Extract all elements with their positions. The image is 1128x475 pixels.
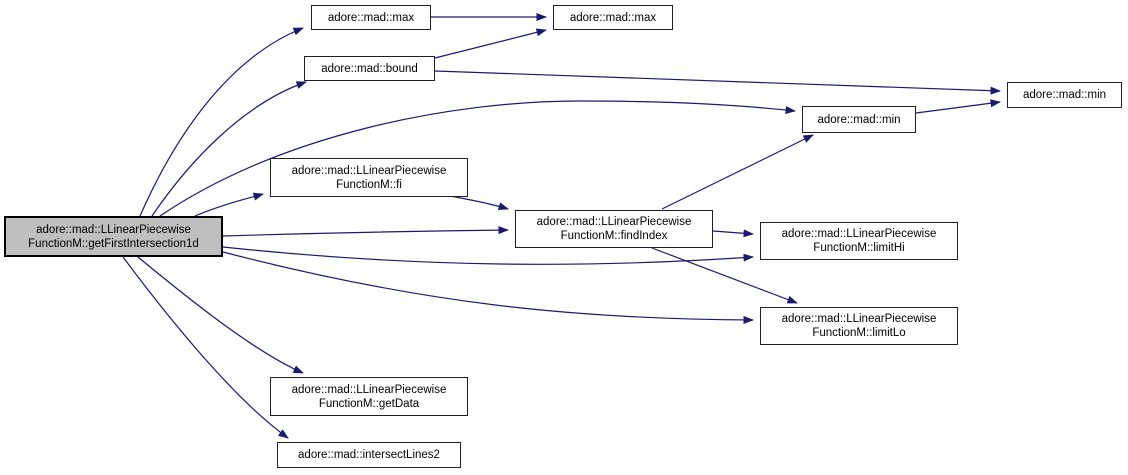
edge-min-caller-to-min [915, 99, 1001, 114]
graph-node-limitLo[interactable]: adore::mad::LLinearPiecewise FunctionM::… [760, 307, 958, 345]
graph-node-getFirstIntersection1d[interactable]: adore::mad::LLinearPiecewise FunctionM::… [4, 216, 223, 257]
edge-fi-to-findIndex [449, 195, 509, 210]
graph-node-intersectLines2[interactable]: adore::mad::intersectLines2 [277, 442, 461, 468]
edge-getFirstIntersection1d-to-findIndex [222, 226, 509, 237]
edge-bound-to-min [434, 70, 1001, 95]
edge-getFirstIntersection1d-to-max-caller [139, 27, 304, 217]
edge-getFirstIntersection1d-to-min-caller [159, 100, 796, 217]
graph-node-min[interactable]: adore::mad::min [1007, 82, 1122, 108]
edge-bound-to-max [434, 28, 547, 59]
edge-findIndex-to-min-caller [661, 134, 814, 210]
edge-getFirstIntersection1d-to-getData [137, 256, 304, 374]
graph-node-fi[interactable]: adore::mad::LLinearPiecewise FunctionM::… [270, 158, 468, 197]
edge-getFirstIntersection1d-to-intersectLines2 [122, 256, 289, 439]
graph-node-bound[interactable]: adore::mad::bound [304, 56, 435, 81]
graph-node-max[interactable]: adore::mad::max [553, 5, 673, 30]
edge-getFirstIntersection1d-to-limitLo [222, 251, 754, 324]
graph-node-max-caller[interactable]: adore::mad::max [311, 5, 431, 30]
graph-edges [122, 13, 1001, 439]
edge-findIndex-to-limitHi [712, 229, 754, 238]
edge-getFirstIntersection1d-to-bound [151, 81, 307, 217]
graph-node-getData[interactable]: adore::mad::LLinearPiecewise FunctionM::… [270, 377, 468, 416]
graph-node-limitHi[interactable]: adore::mad::LLinearPiecewise FunctionM::… [760, 222, 958, 260]
edge-findIndex-to-limitLo [651, 247, 798, 304]
edge-getFirstIntersection1d-to-fi [194, 192, 264, 217]
graph-node-findIndex[interactable]: adore::mad::LLinearPiecewise FunctionM::… [515, 210, 713, 248]
graph-node-min-caller[interactable]: adore::mad::min [802, 106, 916, 133]
